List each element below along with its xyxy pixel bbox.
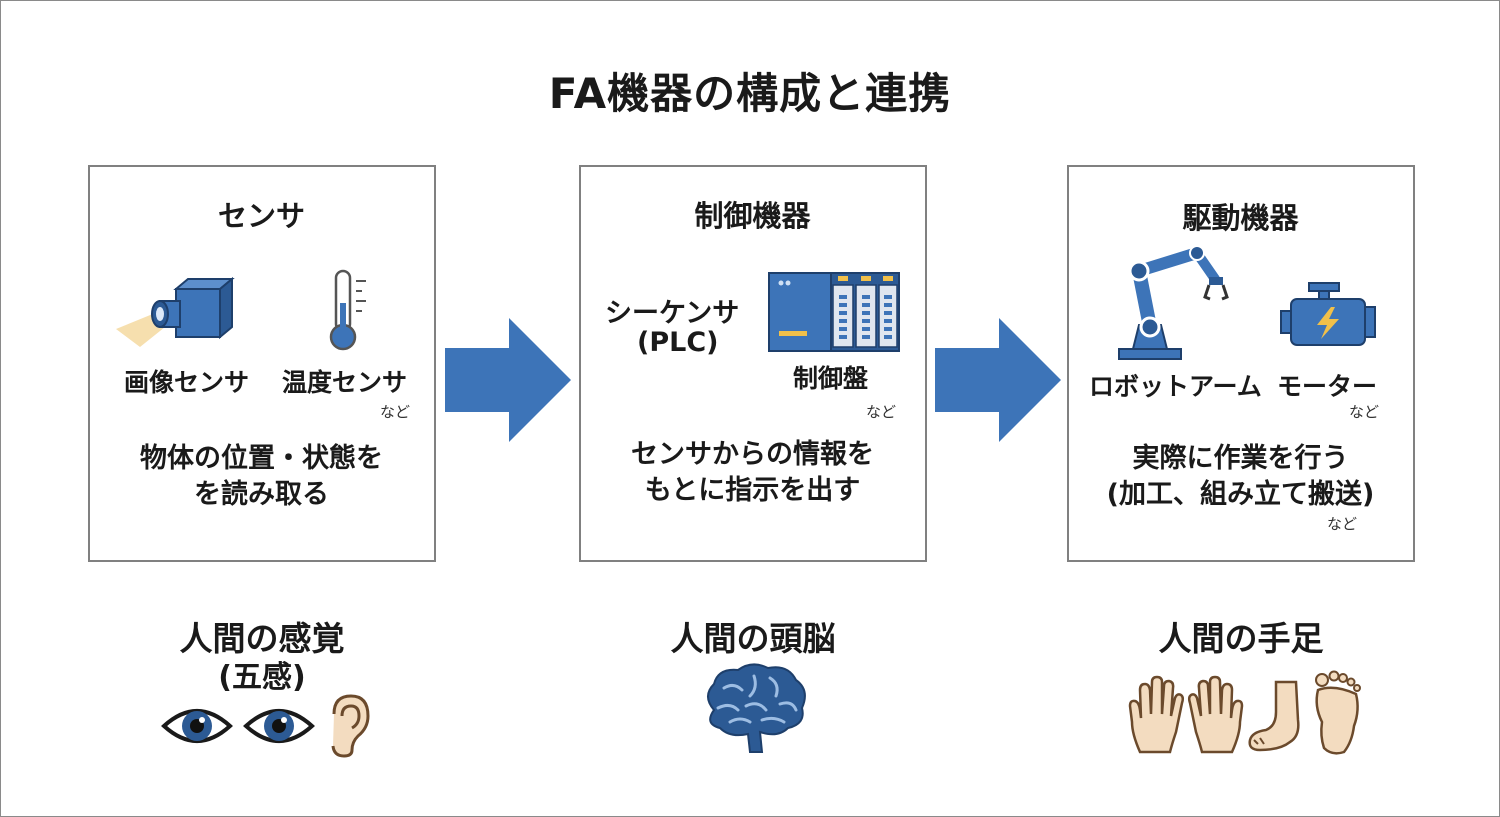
eye-icon (243, 709, 315, 743)
diagram-title: FA機器の構成と連携 (548, 69, 952, 118)
motor-icon (1280, 282, 1376, 346)
sensor-heading: センサ (217, 199, 305, 233)
human-limbs-label: 人間の手足 (1158, 619, 1324, 658)
plc-icon (768, 272, 900, 352)
image-sensor-label: 画像センサ (124, 368, 250, 397)
control-etc: など (866, 403, 897, 421)
plc-label: (PLC) (637, 327, 719, 358)
control-description: センサからの情報を もとに指示を出す (631, 439, 874, 506)
hand-icon (1128, 675, 1185, 754)
sensor-description: 物体の位置・状態を を読み取る (140, 443, 383, 510)
arrow-right-icon (445, 318, 571, 442)
drive-box: 駆動機器 ロボットアーム モーター など 実際に作業を行う (加工、組み立て搬送… (1067, 165, 1415, 562)
drive-etc-2: など (1327, 515, 1358, 533)
control-heading: 制御機器 (694, 199, 811, 233)
motor-label: モーター (1277, 372, 1378, 401)
temperature-sensor-label: 温度センサ (282, 368, 408, 397)
drive-heading: 駆動機器 (1182, 201, 1299, 235)
foot-icon (1248, 680, 1300, 752)
brain-icon (707, 663, 806, 753)
control-panel-label: 制御盤 (793, 364, 869, 393)
sensor-box: センサ 画像センサ 温度センサ など 物体の位置・状態を を読み取る (88, 165, 436, 562)
camera-icon (116, 276, 235, 347)
human-senses-label: 人間の感覚 (179, 619, 345, 658)
arrow-right-icon (935, 318, 1061, 442)
human-brain-label: 人間の頭脳 (670, 619, 836, 658)
robot-arm-icon (1118, 245, 1229, 360)
sequencer-label: シーケンサ (605, 298, 740, 329)
hand-icon (1187, 675, 1244, 754)
drive-etc: など (1349, 403, 1380, 421)
sensor-etc: など (380, 403, 411, 421)
control-box: 制御機器 シーケンサ (PLC) 制御盤 など センサからの情報を もとに指示を… (579, 165, 927, 562)
human-senses-sublabel: (五感) (218, 660, 306, 695)
foot-icon (1315, 670, 1361, 755)
robot-arm-label: ロボットアーム (1089, 372, 1262, 401)
ear-icon (331, 694, 370, 758)
eye-icon (161, 709, 233, 743)
thermometer-icon (329, 269, 366, 351)
drive-description: 実際に作業を行う (加工、組み立て搬送) (1106, 443, 1375, 510)
